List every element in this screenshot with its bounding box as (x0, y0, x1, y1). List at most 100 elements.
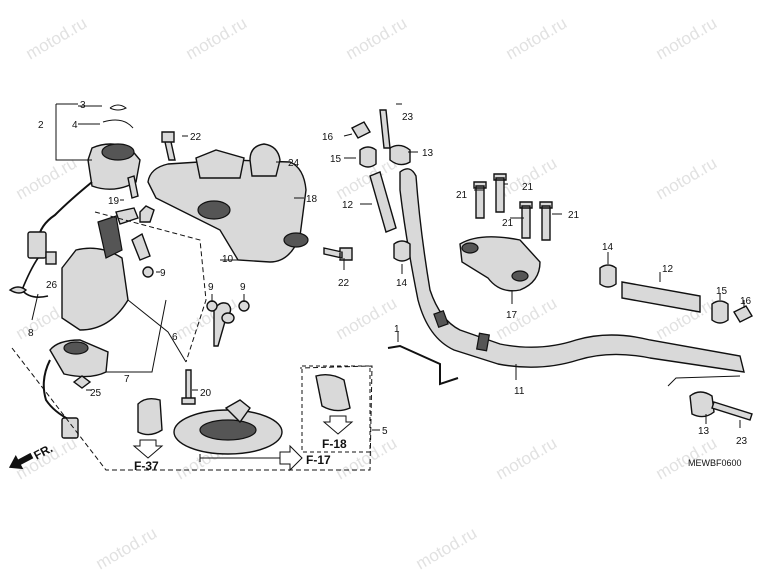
bridge-hole-right (283, 232, 309, 248)
top-bridge-group (137, 131, 353, 455)
watermark: motod.ru (493, 293, 561, 343)
callout-11: 11 (514, 386, 525, 397)
callout-21a: 21 (456, 190, 468, 201)
callout-10: 10 (222, 254, 234, 265)
bar-grip-mark (433, 309, 449, 329)
callout-23-right: 23 (736, 436, 748, 447)
bolt-21c (519, 201, 533, 239)
leader-f17 (199, 454, 280, 462)
clip-16-left (351, 121, 371, 139)
holder-hole-1 (461, 242, 479, 254)
key-head (221, 312, 235, 324)
callout-7: 7 (124, 374, 130, 385)
leader-20-25-5 (86, 389, 380, 431)
callout-5: 5 (382, 426, 388, 437)
callout-25: 25 (90, 388, 102, 399)
callout-13-top: 13 (422, 148, 434, 159)
ref-f18: F-18 (322, 437, 347, 451)
front-arrow-head (8, 452, 34, 470)
watermark: motod.ru (183, 13, 251, 63)
callout-22-top: 22 (190, 132, 202, 143)
cap-13-right (689, 391, 715, 418)
callout-22-bottom: 22 (338, 278, 350, 289)
nut-14-left (393, 240, 411, 262)
leader-misc-top (120, 135, 304, 201)
leader-21-22 (343, 183, 562, 274)
watermark: motod.ru (413, 523, 481, 573)
callout-21c: 21 (502, 218, 514, 229)
cylinder-f37 (137, 397, 163, 436)
callout-8: 8 (28, 328, 34, 339)
connector (27, 231, 47, 259)
bar-end-right (621, 281, 701, 313)
watermark: motod.ru (343, 13, 411, 63)
callout-20: 20 (200, 388, 212, 399)
cable-guide (387, 344, 459, 386)
bolt-23-left (379, 109, 391, 149)
leader-6-7-8 (31, 293, 187, 373)
handlebar-group (351, 109, 753, 421)
seat-lock-cable (42, 359, 71, 421)
watermark: motod.ru (93, 523, 161, 573)
bushing-15-left (359, 146, 377, 168)
callout-15-left: 15 (330, 154, 342, 165)
callout-9a: 9 (160, 268, 166, 279)
lock-body (61, 247, 129, 331)
o-ring-9b (206, 300, 218, 312)
lock-cylinder (97, 215, 123, 259)
holder-hole-2 (511, 270, 529, 282)
ref-f37: F-37 (134, 459, 159, 473)
ignition-switch-group (8, 104, 373, 471)
reference-boxes: F-18 F-37 F-17 FR. MEWBF0600 (8, 365, 742, 473)
watermark: motod.ru (503, 13, 571, 63)
callout-26: 26 (46, 280, 58, 291)
callout-16-right: 16 (740, 296, 752, 307)
watermark: motod.ru (333, 293, 401, 343)
nut-14-right (599, 264, 617, 288)
cylinder-f18 (315, 373, 351, 412)
callout-12-right: 12 (662, 264, 674, 275)
fuel-cap-latch (224, 399, 251, 424)
callouts: 3 2 4 22 24 18 19 26 9 10 9 9 8 6 7 25 2… (28, 100, 752, 447)
bridge-hole-left (197, 200, 231, 220)
watermark: motod.ru (23, 13, 91, 63)
callout-21d: 21 (568, 210, 580, 221)
diagram-code: MEWBF0600 (688, 458, 742, 468)
o-ring-9a (142, 266, 154, 278)
callout-16-left: 16 (322, 132, 334, 143)
callout-4: 4 (72, 120, 78, 131)
leader-right-top (343, 103, 418, 205)
key-top (115, 205, 155, 225)
seat-lock-connector (61, 417, 79, 439)
watermark: motod.ru (13, 153, 81, 203)
callout-17: 17 (506, 310, 518, 321)
callout-9c: 9 (240, 282, 246, 293)
callout-9b: 9 (208, 282, 214, 293)
callout-18: 18 (306, 194, 318, 205)
callout-23-top: 23 (402, 112, 414, 123)
callout-14-right: 14 (602, 242, 614, 253)
key-blade (131, 232, 151, 261)
connector-26 (45, 251, 57, 265)
bolt-21d (539, 201, 553, 241)
fuel-cap-center (199, 419, 257, 441)
bar-grip-mark2 (475, 332, 491, 352)
watermark: motod.ru (653, 153, 721, 203)
bolt-19 (127, 175, 139, 199)
arrow-f17 (279, 444, 303, 472)
arrow-f18 (322, 415, 354, 435)
bar-end-left (369, 171, 397, 233)
handlebar (399, 168, 745, 373)
leader-lines (31, 103, 745, 462)
callout-21b: 21 (522, 182, 534, 193)
cap-24 (249, 143, 281, 177)
leader-9-10 (156, 259, 245, 302)
bolt-22-bottom (323, 247, 353, 261)
callout-14-left: 14 (396, 278, 408, 289)
arrow-f37 (132, 439, 164, 459)
bolt-22-top (161, 131, 176, 161)
bolt-21b (493, 173, 507, 213)
bolt-23-right (711, 401, 753, 421)
callout-2: 2 (38, 120, 44, 131)
